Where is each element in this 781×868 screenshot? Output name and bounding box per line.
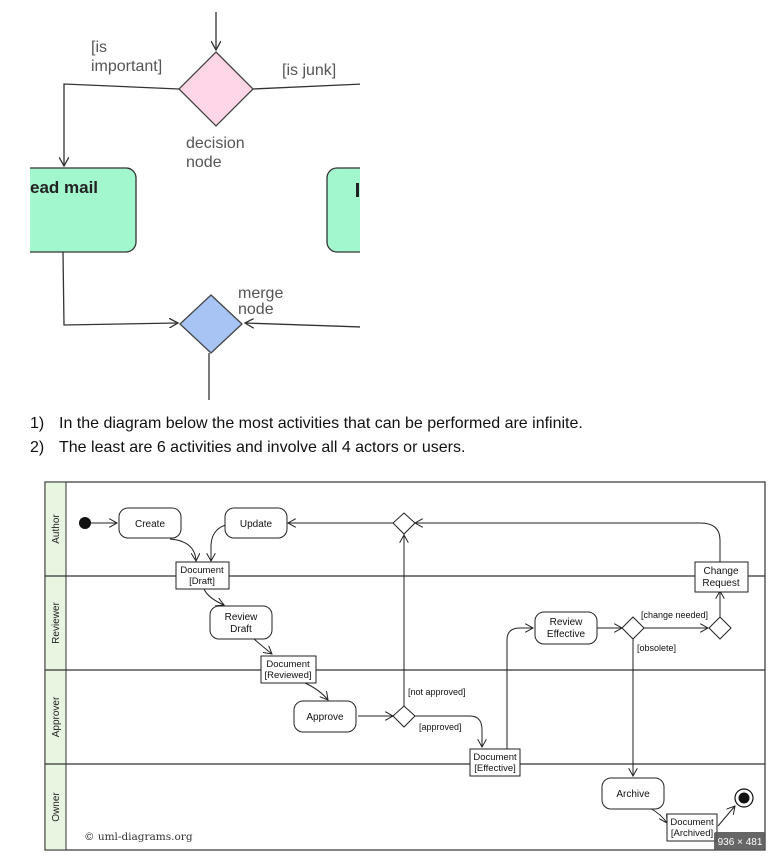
- merge-change: [708, 616, 732, 640]
- flow-draft-reviewdraft: [203, 588, 224, 605]
- flow-reviewdraft-reviewed: [253, 638, 272, 654]
- document-draft-line2: [Draft]: [189, 576, 215, 587]
- decision-node: [178, 51, 254, 127]
- note-1: 1) In the diagram below the most activiti…: [30, 415, 583, 433]
- final-node-inner: [738, 792, 750, 804]
- change-request-action: [694, 561, 749, 593]
- archive-action: [601, 777, 665, 810]
- initial-node: [79, 517, 91, 529]
- document-archived-line1: Document: [670, 817, 714, 828]
- document-effective: [469, 748, 521, 777]
- credit-text: © uml-diagrams.org: [84, 831, 193, 843]
- update-action: [224, 507, 288, 539]
- document-effective-line2: [Effective]: [474, 763, 516, 774]
- right-action: [326, 167, 360, 253]
- flow-archived-end: [717, 806, 735, 827]
- decision-approval: [392, 512, 416, 535]
- create-action: [118, 507, 182, 539]
- review-draft-line2: Draft: [230, 624, 252, 635]
- merge-node: [179, 294, 243, 354]
- document-reviewed-line2: [Reviewed]: [265, 670, 312, 681]
- change-request-line1: Change: [703, 566, 738, 577]
- lane-reviewer: Reviewer: [51, 601, 62, 643]
- flow-important: [64, 83, 180, 166]
- document-archived: [666, 813, 718, 842]
- document-reviewed: [260, 655, 317, 684]
- document-archived-line2: [Archived]: [671, 828, 713, 839]
- merge-label-line2: node: [238, 301, 274, 318]
- review-effective-line2: Effective: [547, 629, 586, 640]
- review-draft-action: [209, 605, 273, 640]
- lane-header-column: [44, 481, 67, 851]
- merge-label-line1: merge: [238, 285, 283, 302]
- guard-change-needed: [change needed]: [641, 610, 708, 620]
- note-2: 2) The least are 6 activities and involve…: [30, 439, 465, 457]
- uml-activity-diagram: Author Reviewer Approver Owner Create Up…: [44, 481, 766, 851]
- flow-junk: [252, 83, 360, 90]
- document-effective-line1: Document: [473, 752, 517, 763]
- document-draft-line1: Document: [180, 565, 224, 576]
- decision-label-line2: node: [186, 154, 222, 171]
- decision-review: [621, 616, 645, 640]
- lane-author: Author: [51, 514, 62, 544]
- note-1-text: In the diagram below the most activities…: [59, 415, 583, 432]
- create-label: Create: [135, 519, 165, 530]
- review-effective-line1: Review: [550, 617, 584, 628]
- review-effective-action: [534, 611, 598, 645]
- decision-label-line1: decision: [186, 135, 245, 152]
- top-diagram: [is important] [is junk] decision node e…: [30, 12, 360, 400]
- guard-junk: [is junk]: [282, 62, 336, 79]
- lane-owner: Owner: [51, 792, 62, 822]
- guard-not-approved: [not approved]: [408, 687, 466, 697]
- read-mail-label: ead mail: [30, 178, 98, 197]
- document-reviewed-line1: Document: [266, 659, 310, 670]
- flow-reviewed-approve: [304, 682, 328, 700]
- flow-effective-reviewefffective: [506, 628, 533, 760]
- note-1-number: 1): [30, 415, 45, 432]
- update-label: Update: [240, 519, 273, 530]
- size-badge: [714, 832, 765, 850]
- guard-important-line1: [is: [91, 39, 107, 56]
- flow-create-draft: [169, 538, 196, 561]
- size-badge-text: 936 × 481: [718, 837, 763, 848]
- flow-to-merge-right: [245, 323, 360, 327]
- note-2-number: 2): [30, 439, 45, 456]
- change-request-line2: Request: [702, 578, 739, 589]
- flow-changerequest-decision: [415, 523, 721, 562]
- read-mail-action: [30, 167, 137, 253]
- guard-obsolete: [obsolete]: [637, 643, 676, 653]
- guard-approved: [approved]: [419, 722, 462, 732]
- flow-to-merge-left: [62, 251, 178, 325]
- approve-action: [293, 700, 357, 733]
- flow-approved: [415, 715, 482, 747]
- archive-label: Archive: [616, 789, 650, 800]
- note-2-text: The least are 6 activities and involve a…: [59, 439, 466, 456]
- lane-approver: Approver: [51, 696, 62, 737]
- guard-important-line2: important]: [91, 58, 162, 75]
- document-draft: [175, 561, 230, 590]
- decision-approve: [392, 705, 416, 728]
- review-draft-line1: Review: [225, 612, 259, 623]
- approve-label: Approve: [306, 712, 344, 723]
